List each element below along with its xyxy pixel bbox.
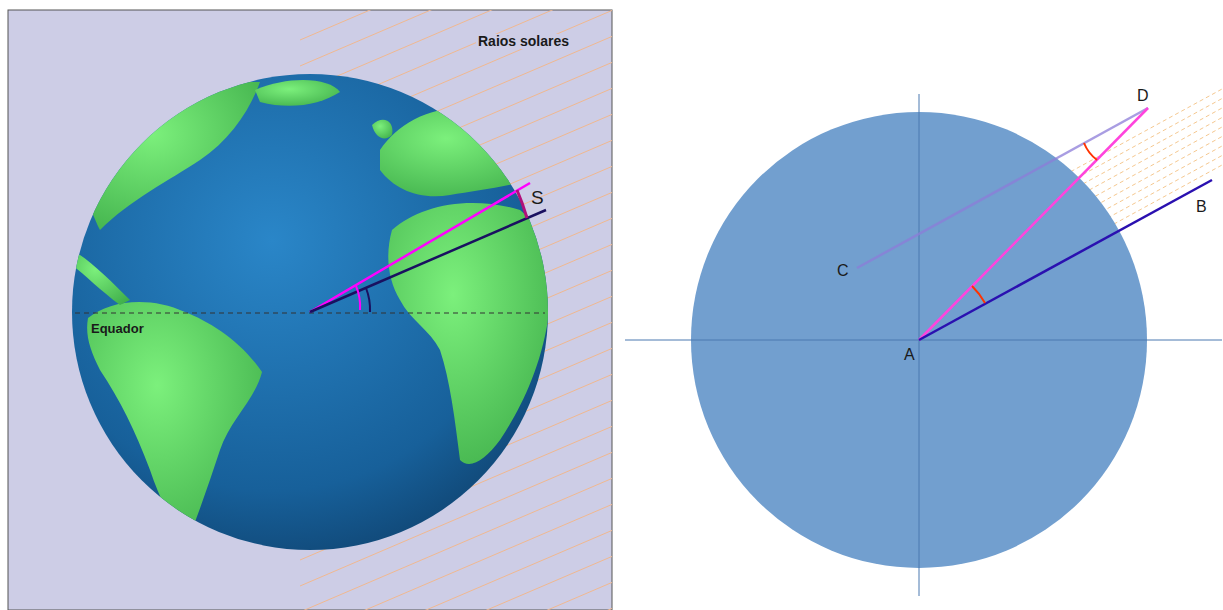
continents xyxy=(72,80,550,540)
point-label: D xyxy=(1137,87,1149,105)
ray-stroke xyxy=(300,553,612,610)
angle-arc xyxy=(356,286,360,310)
equator-line xyxy=(75,313,545,314)
line-ab xyxy=(919,180,1212,340)
point-label: C xyxy=(837,262,849,280)
line-cd xyxy=(857,108,1148,268)
arc-label: S xyxy=(531,188,544,209)
ray-line xyxy=(310,210,546,312)
ray-stroke xyxy=(300,579,612,610)
line-ad xyxy=(919,108,1148,340)
latitude-line xyxy=(310,183,530,312)
ray-stroke xyxy=(300,10,612,66)
angle-arc xyxy=(1084,143,1097,160)
angle-arc xyxy=(366,288,370,312)
ray-stroke xyxy=(300,605,612,610)
axis-line xyxy=(625,340,1222,341)
panel-background xyxy=(8,10,612,610)
point-label: A xyxy=(904,346,915,364)
rays-label: Raios solares xyxy=(476,34,571,49)
angle-arc xyxy=(972,286,985,303)
equator-label: Equador xyxy=(91,322,144,336)
arc-s xyxy=(517,190,527,218)
axis-line xyxy=(919,94,920,596)
point-label: B xyxy=(1196,198,1207,216)
